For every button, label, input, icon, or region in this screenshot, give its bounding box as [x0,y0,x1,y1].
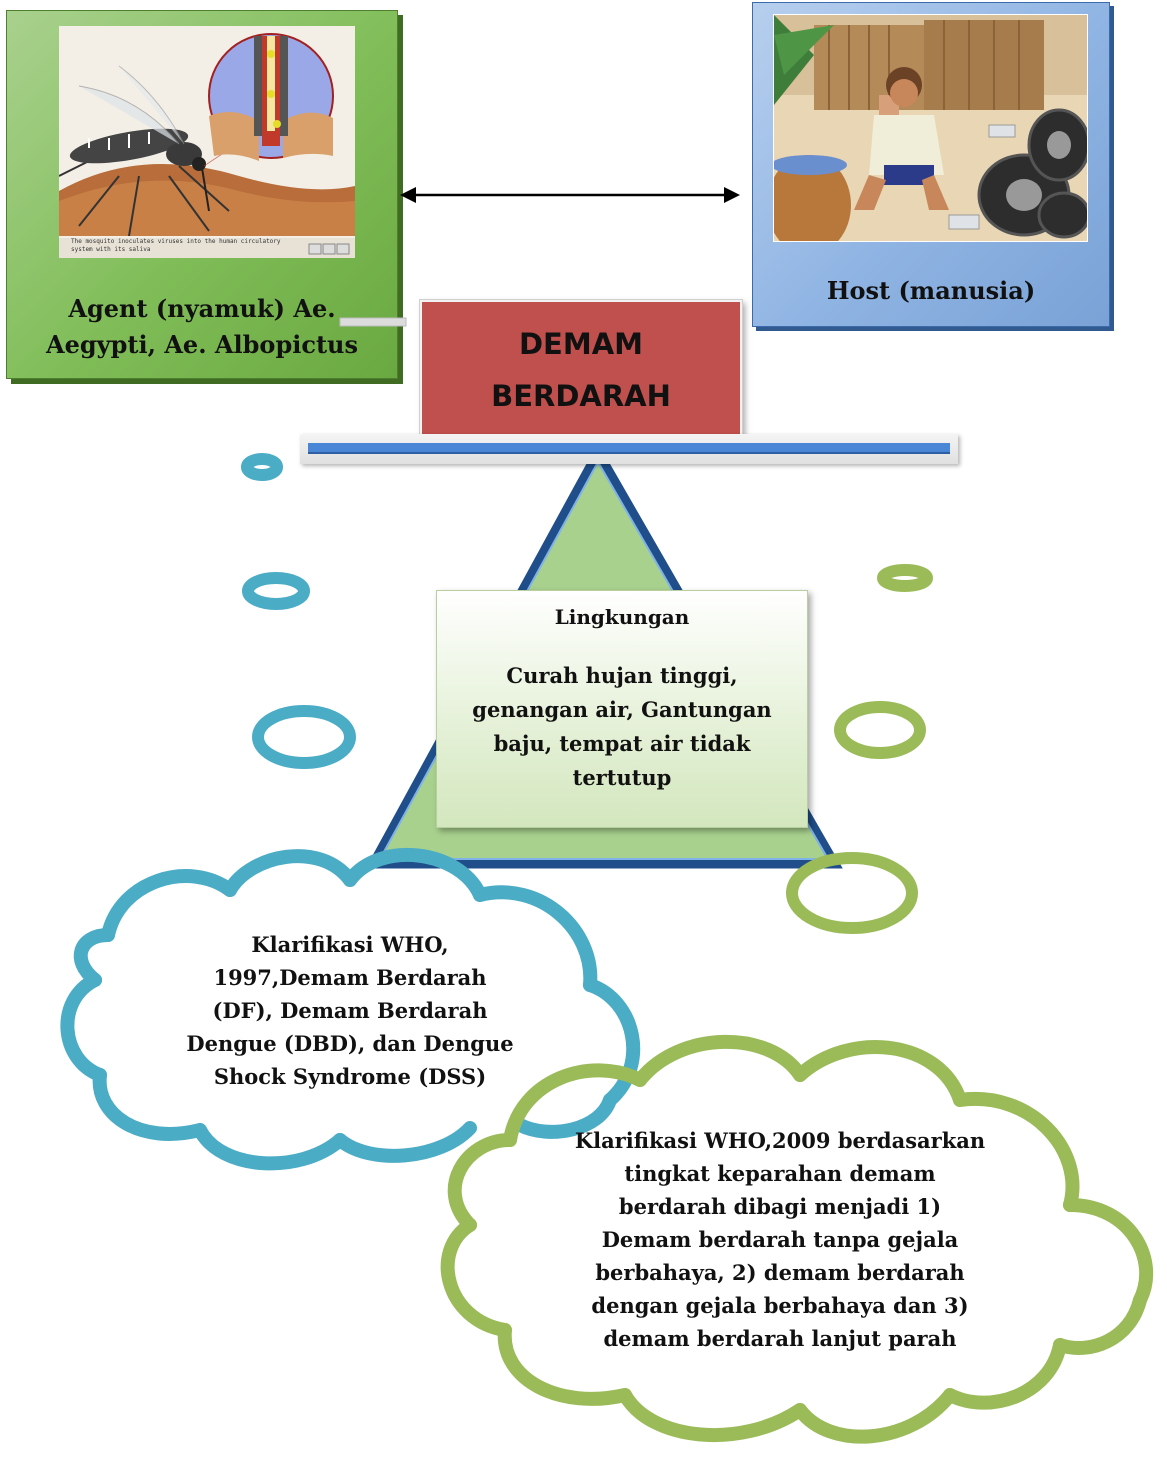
cloud-who-1997-shape [60,847,641,1171]
child-environment-illustration [773,14,1088,242]
cloud-who-2009-text: Klarifikasi WHO,2009 berdasarkan tingkat… [574,1128,986,1351]
agent-host-arrow [400,187,740,203]
host-label: Host (manusia) [826,276,1036,305]
agent-connector [339,317,407,327]
agent-label: Agent (nyamuk) Ae. Aegypti, Ae. Albopict… [46,294,358,359]
cloud-who-2009-shape [440,1034,1154,1444]
balance-beam-bar [308,443,950,454]
blue-bubbles [241,453,356,769]
mosquito-image-caption: The mosquito inoculates viruses into the… [71,238,281,253]
disease-box: DEMAM BERDARAH [420,300,742,440]
environment-body: Curah hujan tinggi, genangan air, Gantun… [472,663,772,790]
environment-title: Lingkungan [554,605,690,629]
mosquito-illustration [59,26,355,258]
host-box: Host (manusia) [752,2,1110,327]
environment-box: Lingkungan Curah hujan tinggi, genangan … [436,590,808,828]
cloud-who-1997-text: Klarifikasi WHO, 1997,Demam Berdarah (DF… [186,932,514,1089]
balance-beam [300,434,958,464]
agent-box: The mosquito inoculates viruses into the… [6,10,398,379]
green-bubbles [786,564,933,934]
disease-label: DEMAM BERDARAH [491,327,671,413]
